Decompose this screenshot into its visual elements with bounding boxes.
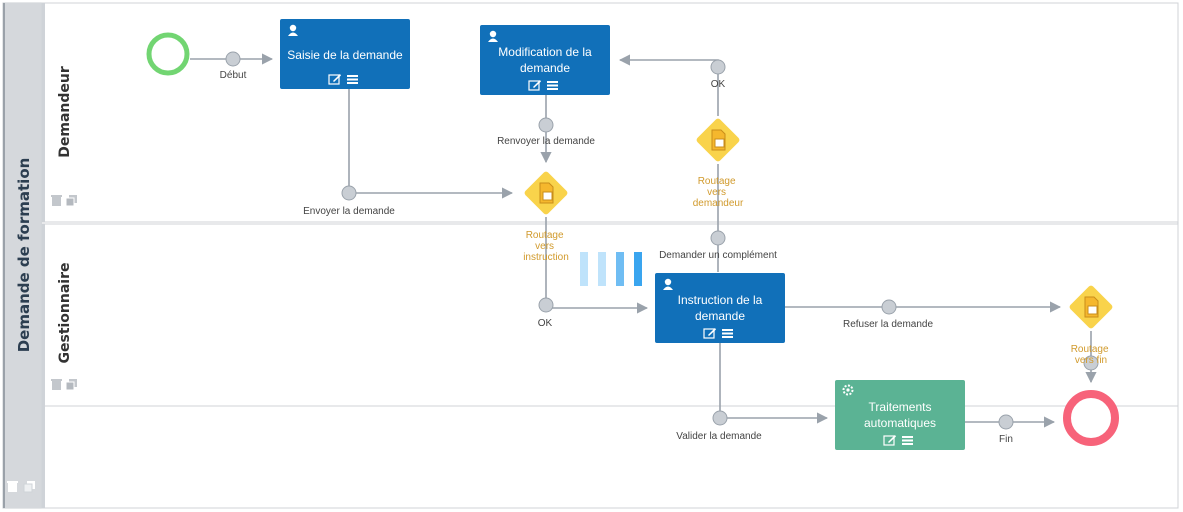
flow-label-valider: Valider la demande [676,431,762,442]
task-label: Instruction de la [678,293,763,307]
task-modification[interactable]: Modification de la demande [480,25,610,95]
waypoint-handle[interactable] [538,117,554,133]
task-label: Saisie de la demande [287,48,403,62]
flow-label-envoyer: Envoyer la demande [303,206,395,217]
waypoint-handle[interactable] [341,185,357,201]
edit-icon[interactable] [528,80,541,91]
trash-icon[interactable] [51,195,62,206]
waypoint-handle[interactable] [998,414,1014,430]
lane-label-demandeur: Demandeur [57,66,73,158]
flow-label-renvoyer: Renvoyer la demande [497,136,595,147]
menu-icon[interactable] [547,81,558,90]
gateway-label: Routage vers demandeur [693,176,744,209]
gateway-label: Routage vers instruction [523,230,569,263]
lane-demandeur: Demandeur [41,2,1179,223]
trash-icon[interactable] [7,481,18,492]
flow-label-refuser: Refuser la demande [843,319,933,330]
svg-text:Traitements: Traitements [869,400,932,414]
edit-icon[interactable] [328,74,341,85]
edit-icon[interactable] [883,435,896,446]
pool-label: Demande de formation [15,158,33,353]
flow-label-demander: Demander un complément [659,250,777,261]
waypoint-handle[interactable] [710,230,726,246]
lane-actions-demandeur [51,195,77,207]
edit-icon[interactable] [703,328,716,339]
lane-actions-gestionnaire [51,379,77,391]
task-label: demande [695,309,745,323]
gateway-routage-demandeur[interactable] [695,117,740,162]
loading-indicator [580,252,642,286]
user-icon [663,278,673,290]
task-traitements[interactable]: Traitements automatiques [835,380,965,450]
copy-icon[interactable] [65,195,77,207]
svg-text:Instruction de la: Instruction de la [678,293,763,307]
document-edit-icon [1084,296,1099,318]
gateway-label: Routage vers fin [1071,344,1112,366]
document-edit-icon [711,129,726,151]
user-icon [488,30,498,42]
end-event[interactable] [1063,390,1119,446]
svg-text:demande: demande [695,309,745,323]
waypoint-handle[interactable] [1083,355,1099,371]
copy-icon[interactable] [65,379,77,391]
task-instruction[interactable]: Instruction de la demande [655,273,785,343]
waypoints [225,51,1099,430]
document-edit-icon [539,182,554,204]
start-event[interactable] [146,32,190,76]
task-label: Modification de la [498,45,592,59]
waypoint-handle[interactable] [538,297,554,313]
waypoint-handle[interactable] [225,51,241,67]
flow-label-fin: Fin [999,434,1013,445]
flow-label-ok-top: OK [711,79,726,90]
waypoint-handle[interactable] [710,59,726,75]
lane-3 [41,405,1179,509]
pool-header [3,3,42,508]
gateway-routage-fin[interactable] [1068,284,1113,329]
gear-icon [842,384,854,396]
flow-labels: Début Envoyer la demande Renvoyer la dem… [220,70,1013,445]
waypoint-handle[interactable] [881,299,897,315]
task-saisie[interactable]: Saisie de la demande [280,19,410,89]
task-label: automatiques [864,416,936,430]
menu-icon[interactable] [902,436,913,445]
copy-icon[interactable] [23,481,35,493]
gateway-routage-instruction[interactable] [523,170,568,215]
waypoint-handle[interactable] [712,410,728,426]
svg-text:demande: demande [520,61,570,75]
lane-label-gestionnaire: Gestionnaire [57,262,73,363]
menu-icon[interactable] [347,75,358,84]
svg-text:automatiques: automatiques [864,416,936,430]
task-label: demande [520,61,570,75]
svg-text:Saisie de la demande: Saisie de la demande [287,48,403,62]
flow-label-ok-bottom: OK [538,318,553,329]
flow-label-debut: Début [220,70,247,81]
svg-text:Modification de la: Modification de la [498,45,592,59]
user-icon [288,24,298,36]
trash-icon[interactable] [51,379,62,390]
task-label: Traitements [869,400,932,414]
menu-icon[interactable] [722,329,733,338]
pool-actions [7,481,35,493]
